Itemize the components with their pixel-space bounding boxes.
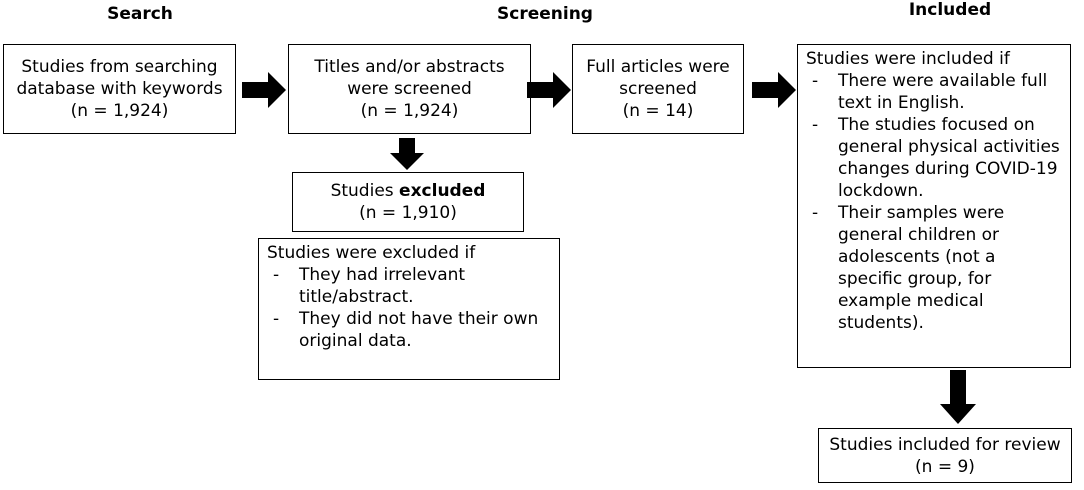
excluded-box: Studies excluded (n = 1,910) [292,172,524,232]
fulltext-box-line2: screened [619,79,697,99]
final-included-box: Studies included for review (n = 9) [818,428,1072,483]
final-included-count: (n = 9) [915,456,975,477]
excluded-box-prefix: Studies [330,181,400,201]
arrow-search-to-screened [242,72,286,108]
header-included: Included [908,0,992,20]
inclusion-criteria-box: Studies were included if There were avai… [797,44,1071,368]
exclusion-criteria-item: They did not have their own original dat… [267,308,551,352]
exclusion-criteria-box: Studies were excluded if They had irrele… [258,238,560,380]
search-box: Studies from searching database with key… [3,44,236,134]
arrow-screened-to-fulltext [527,72,571,108]
screened-box: Titles and/or abstracts were screened (n… [288,44,531,134]
fulltext-box-line1: Full articles were [586,57,730,77]
exclusion-criteria-heading: Studies were excluded if [267,243,476,263]
inclusion-criteria-heading: Studies were included if [806,49,1010,69]
arrow-screened-to-excluded [390,138,424,170]
arrow-fulltext-to-included [752,72,796,108]
inclusion-criteria-item: The studies focused on general physical … [806,114,1062,202]
inclusion-criteria-list: There were available full text in Englis… [806,70,1062,334]
excluded-box-line1: Studies excluded [331,180,486,202]
fulltext-box-count: (n = 14) [622,101,694,121]
inclusion-criteria-item: Their samples were general children or a… [806,202,1062,334]
search-box-line2: database with keywords [16,79,223,99]
screened-box-line2: were screened [347,79,472,99]
screened-box-count: (n = 1,924) [360,101,459,121]
final-included-line1: Studies included for review [829,434,1061,455]
inclusion-criteria-item: There were available full text in Englis… [806,70,1062,114]
excluded-box-emphasis: excluded [399,181,486,201]
exclusion-criteria-item: They had irrelevant title/abstract. [267,264,551,308]
search-box-line1: Studies from searching [21,57,218,77]
arrow-included-to-final [940,370,976,424]
screened-box-line1: Titles and/or abstracts [314,57,505,77]
excluded-box-count: (n = 1,910) [359,203,457,223]
exclusion-criteria-list: They had irrelevant title/abstract. They… [267,264,551,352]
search-box-count: (n = 1,924) [70,101,169,121]
header-search: Search [107,4,173,24]
header-screening: Screening [497,4,593,24]
fulltext-box: Full articles were screened (n = 14) [572,44,744,134]
